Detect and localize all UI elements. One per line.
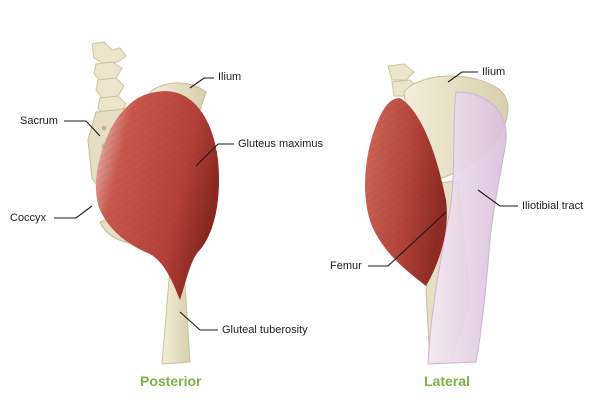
- label-gluteal-tuberosity: Gluteal tuberosity: [222, 324, 308, 336]
- lateral-view-figure: [365, 63, 509, 365]
- leader-gluteus-maximus: [195, 143, 234, 167]
- view-label-lateral: Lateral: [424, 373, 470, 389]
- label-lateral-ilium: Ilium: [482, 66, 506, 78]
- posterior-muscle-fibers: [95, 91, 220, 300]
- view-label-posterior: Posterior: [140, 373, 202, 389]
- label-coccyx: Coccyx: [10, 212, 47, 224]
- label-gluteus-maximus: Gluteus maximus: [238, 138, 323, 150]
- posterior-view-figure: [87, 41, 220, 365]
- lateral-muscle-fibers: [365, 98, 447, 286]
- posterior-spine: [91, 41, 127, 117]
- leader-posterior-ilium: [189, 77, 214, 89]
- leader-gluteal-tuberosity: [179, 311, 218, 331]
- leader-iliotibial-tract: [477, 189, 518, 207]
- label-femur: Femur: [330, 260, 362, 272]
- lateral-iliotibial-tract: [427, 91, 507, 365]
- leader-lines: [54, 71, 518, 331]
- label-sacrum: Sacrum: [20, 115, 58, 127]
- label-posterior-ilium: Ilium: [218, 71, 242, 83]
- leader-coccyx: [54, 205, 93, 219]
- leader-femur: [368, 211, 447, 267]
- leader-lateral-ilium: [447, 71, 478, 83]
- label-iliotibial-tract: Iliotibial tract: [522, 200, 584, 212]
- leader-sacrum: [64, 120, 101, 137]
